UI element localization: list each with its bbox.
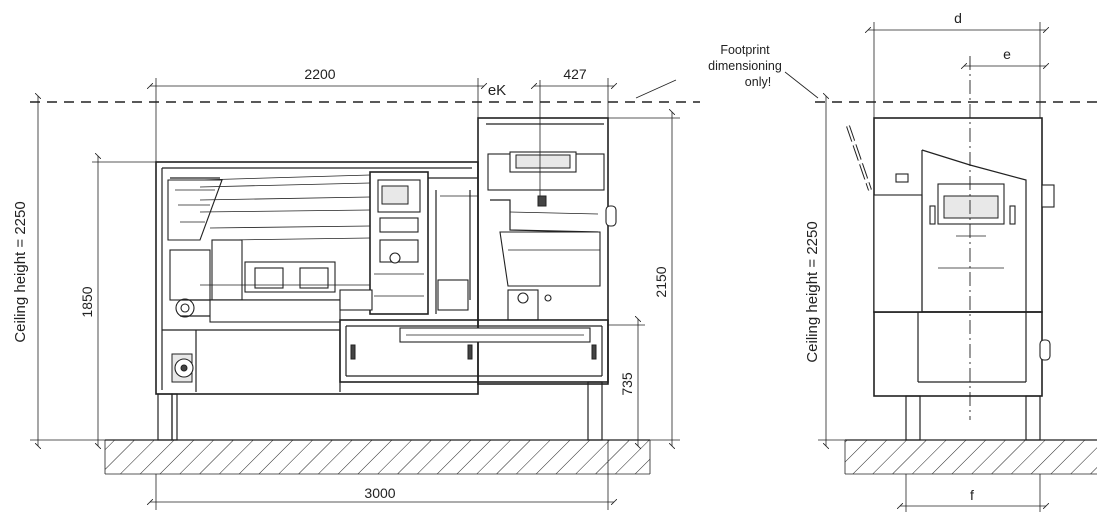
dim-ceiling-left	[30, 96, 105, 446]
dim-2150	[608, 112, 680, 446]
dim-427-label: 427	[563, 66, 587, 82]
dim-735	[608, 319, 645, 446]
note-line-2: dimensioning	[708, 59, 782, 73]
dim-f-label: f	[970, 487, 974, 503]
floor-right	[844, 439, 1097, 475]
dim-e-label: e	[1003, 46, 1011, 62]
dim-1850-label: 1850	[79, 286, 95, 317]
ceiling-label-left: Ceiling height = 2250	[12, 201, 29, 342]
note-leader-left	[635, 79, 677, 99]
ceiling-label-right: Ceiling height = 2250	[804, 221, 821, 362]
note-line-1: Footprint	[720, 43, 770, 57]
dim-1850	[92, 156, 156, 446]
dim-3000-label: 3000	[364, 485, 395, 501]
side-view-machine	[846, 117, 1055, 441]
front-view-machine	[155, 102, 617, 441]
note-leader-right	[784, 71, 819, 99]
dim-2200-label: 2200	[304, 66, 335, 82]
dim-d-label: d	[954, 10, 962, 26]
ek-label: eK	[488, 82, 506, 99]
dim-2200	[150, 78, 484, 162]
dim-ceiling-right	[818, 96, 845, 446]
dim-2150-label: 2150	[653, 266, 669, 297]
note-line-3: only!	[745, 75, 771, 89]
dim-d	[868, 22, 1046, 118]
dim-f	[900, 474, 1046, 512]
dim-427	[534, 78, 614, 118]
floor-left	[104, 439, 651, 475]
dim-3000	[150, 440, 614, 510]
dim-735-label: 735	[619, 372, 635, 396]
